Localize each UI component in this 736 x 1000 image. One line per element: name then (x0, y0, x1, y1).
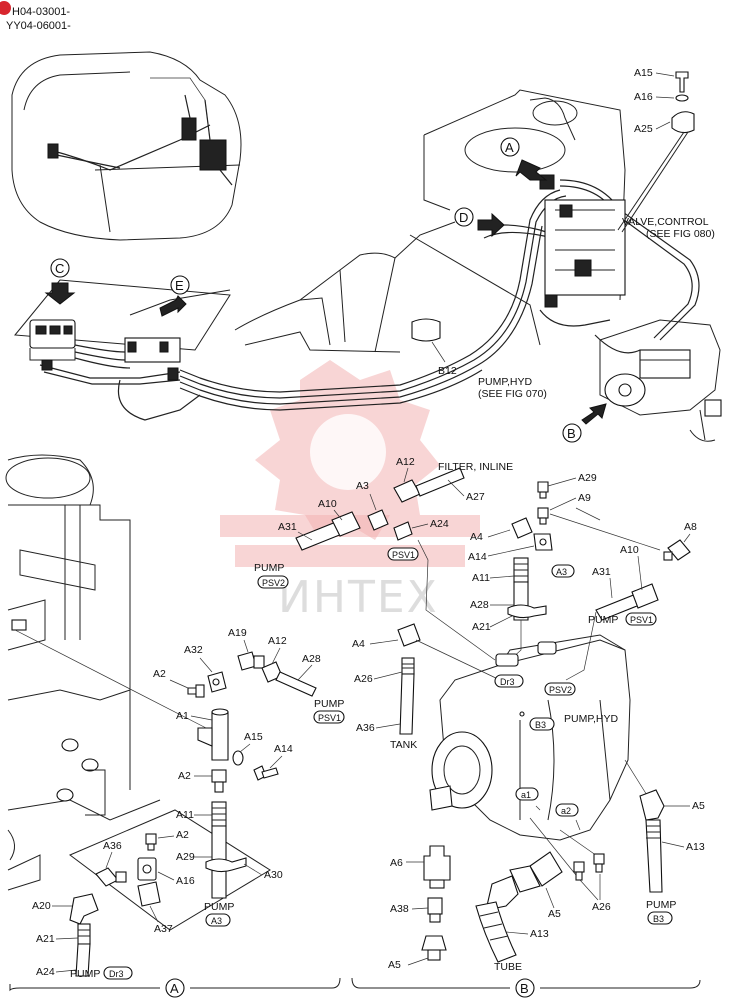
tag-psv1-left: PSV1 (318, 713, 341, 723)
label-a14-right: A14 (468, 551, 487, 563)
label-a13-lower: A13 (530, 928, 549, 940)
label-a2-lower: A2 (176, 829, 189, 841)
label-a26: A29 (578, 472, 597, 484)
tag-dr3-left: Dr3 (109, 969, 124, 979)
tag-a1: a1 (521, 790, 531, 800)
pump-hyd-detail-label: PUMP,HYD (564, 713, 618, 725)
label-a24-left: A28 (302, 653, 321, 665)
detail-b: A31 A10 PUMP PSV2 A3 A12 A27 FILTER, INL… (254, 456, 705, 998)
label-a36-right: A36 (356, 722, 375, 734)
label-a37: A37 (154, 923, 173, 935)
label-a16-left: A15 (244, 731, 263, 743)
tag-psv2-left: PSV2 (262, 578, 285, 588)
pump-label-psv1-right: PUMP (588, 614, 618, 626)
label-a31-right: A31 (592, 566, 611, 578)
machine-overview: B12 C E A D B VALVE,CON (11, 51, 722, 443)
label-a9: A9 (578, 492, 591, 504)
tag-b3-pump: B3 (653, 914, 664, 924)
label-a14-left: A16 (176, 875, 195, 887)
view-marker-c: C (55, 261, 64, 276)
label-a5-right: A5 (692, 800, 705, 812)
label-a2-upper: A2 (153, 668, 166, 680)
pump-label-dr3-left: PUMP (70, 968, 100, 980)
label-a38: A38 (390, 903, 409, 915)
label-a11-right: A11 (472, 572, 490, 584)
label-a28-left: A29 (176, 851, 195, 863)
label-a15-top: A15 (634, 67, 653, 79)
valve-control-label: VALVE,CONTROL (622, 216, 709, 228)
serial-range-2: YY04-06001- (6, 20, 71, 32)
label-a24-right: A27 (466, 491, 485, 503)
label-a1: A1 (176, 710, 189, 722)
pump-label-psv2: PUMP (254, 562, 284, 574)
label-a4-upper: A4 (470, 531, 483, 543)
label-a25-top: A25 (634, 123, 653, 135)
pump-hyd-label: PUMP,HYD (478, 376, 532, 388)
label-a19: A19 (228, 627, 247, 639)
label-a18: A26 (592, 901, 611, 913)
pump-label-b3: PUMP (646, 899, 676, 911)
label-a36-left: A24 (36, 966, 55, 978)
tag-psv1-mid: PSV1 (392, 550, 415, 560)
filter-inline-label: FILTER, INLINE (438, 461, 513, 473)
tank-label: TANK (390, 739, 417, 751)
view-marker-a: A (505, 140, 514, 155)
tag-b3: B3 (535, 720, 546, 730)
label-a20: A20 (32, 900, 51, 912)
watermark-text: ИНТЕХ (278, 572, 439, 623)
view-marker-d: D (459, 210, 468, 225)
label-b12: B12 (438, 365, 457, 377)
label-a21-right: A26 (354, 673, 373, 685)
view-marker-b: B (567, 426, 576, 441)
label-a13-right: A13 (686, 841, 705, 853)
label-a17: A24 (430, 518, 449, 530)
label-a28-right: A28 (470, 599, 489, 611)
pump-hyd-ref: (SEE FIG 070) (478, 388, 547, 400)
detail-a-marker: A (170, 981, 179, 996)
valve-control-ref: (SEE FIG 080) (646, 228, 715, 240)
serial-range-1: H04-03001- (12, 6, 70, 18)
view-marker-e: E (175, 278, 184, 293)
detail-a: A1 A2 A32 A19 A12 A28 PUMP PSV1 A15 A14 (5, 454, 345, 998)
pump-label-psv1-left: PUMP (314, 698, 344, 710)
red-corner-badge (0, 1, 11, 15)
tag-a3-right: A3 (556, 567, 567, 577)
tag-psv1-right: PSV1 (630, 615, 653, 625)
label-a12-right: A12 (396, 456, 415, 468)
tag-a3-left: A3 (211, 916, 222, 926)
label-a10-right: A10 (620, 544, 639, 556)
label-a30: A36 (103, 840, 122, 852)
label-a4-lower: A4 (352, 638, 365, 650)
label-a29-left: A30 (264, 869, 283, 881)
label-a12-left: A12 (268, 635, 287, 647)
tag-a2: a2 (561, 806, 571, 816)
tag-dr3-right: Dr3 (500, 677, 515, 687)
label-a6: A6 (390, 857, 403, 869)
label-a29-right: A21 (472, 621, 491, 633)
pump-label-a3-left: PUMP (204, 901, 234, 913)
label-a31-upper: A31 (278, 521, 297, 533)
label-a11-left: A11 (176, 809, 194, 821)
tag-psv2-right: PSV2 (549, 685, 572, 695)
detail-b-marker: B (520, 981, 529, 996)
label-a10-upper: A10 (318, 498, 337, 510)
label-a21-left: A21 (36, 933, 55, 945)
label-a16-top: A16 (634, 91, 653, 103)
tube-label: TUBE (494, 961, 522, 973)
label-a3: A3 (356, 480, 369, 492)
label-a8: A8 (684, 521, 697, 533)
label-a5-lower: A5 (548, 908, 561, 920)
label-a2-mid: A2 (178, 770, 191, 782)
label-a15-left: A14 (274, 743, 293, 755)
label-a32: A32 (184, 644, 203, 656)
watermark-logo: ИНТЕХ (220, 360, 480, 623)
label-a27: A5 (388, 959, 401, 971)
